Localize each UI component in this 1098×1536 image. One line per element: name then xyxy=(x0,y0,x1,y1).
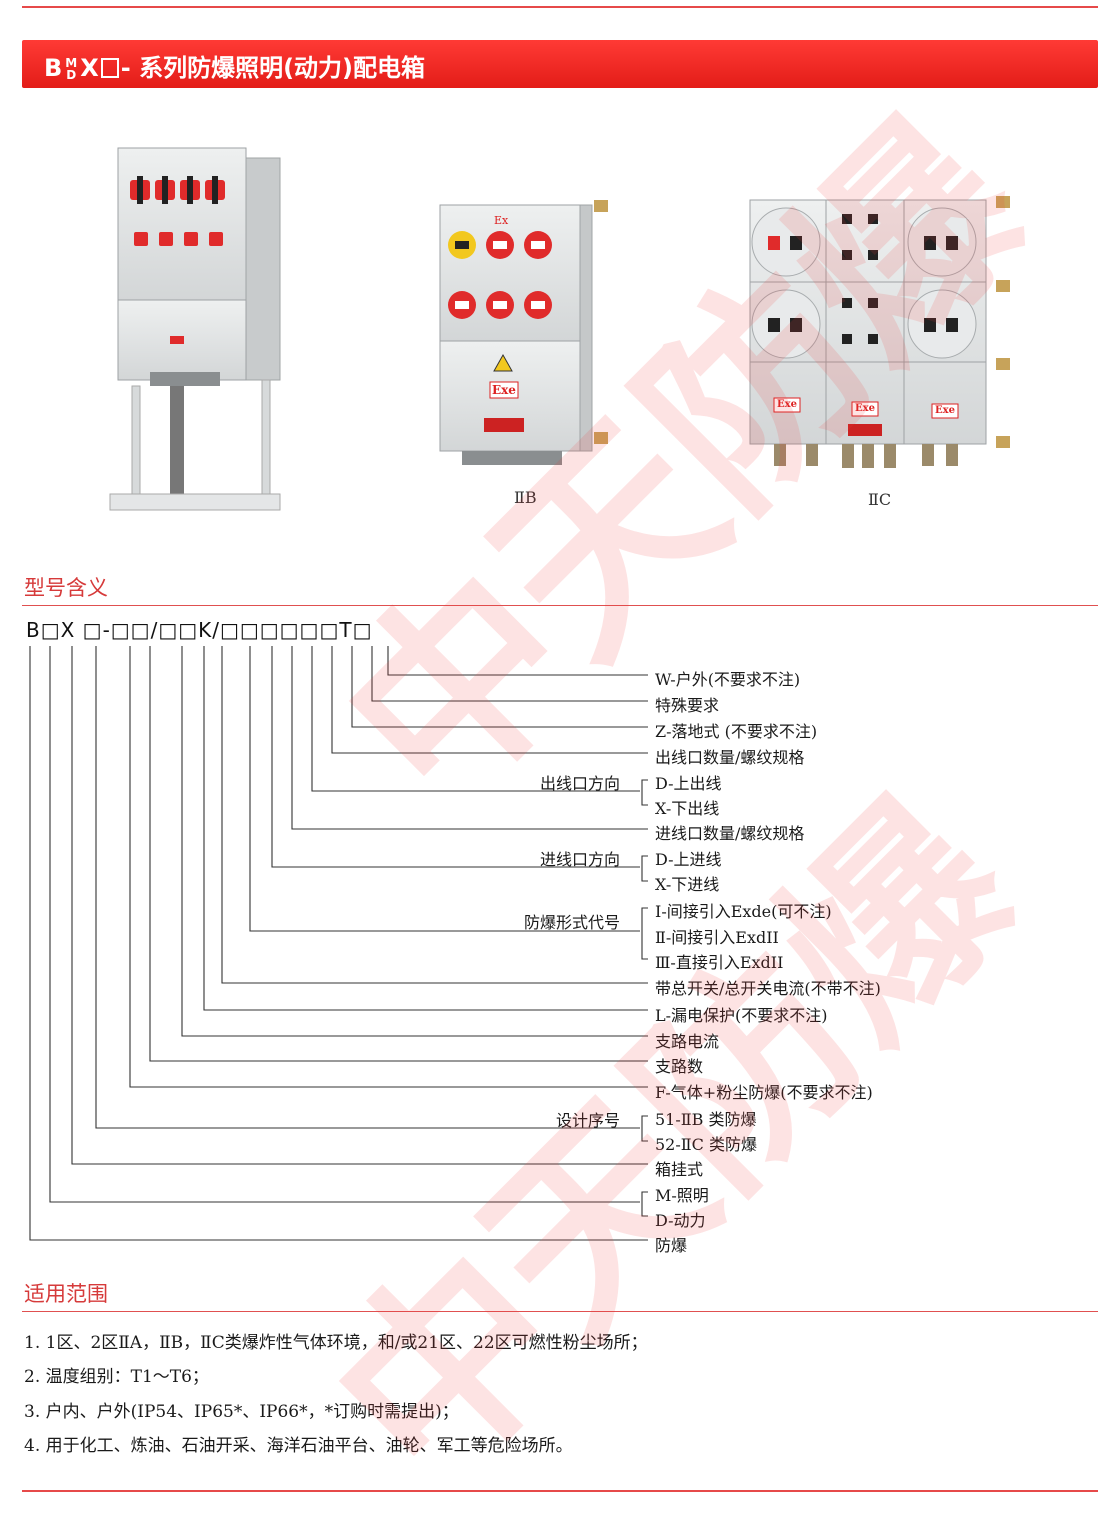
desc-inlet-up: D-上进线 xyxy=(655,850,722,869)
section-rule-usage xyxy=(22,1311,1098,1312)
desc-iib: 51-ⅡB 类防爆 xyxy=(655,1110,757,1129)
desc-inlet-qty: 进线口数量/螺纹规格 xyxy=(655,824,805,843)
section-rule-model xyxy=(22,605,1098,606)
iib-switches xyxy=(448,231,552,319)
desc-outlet-up: D-上出线 xyxy=(655,774,722,793)
desc-explosion-proof: 防爆 xyxy=(655,1236,688,1255)
desc-gas-dust: F-气体+粉尘防爆(不要求不注) xyxy=(655,1083,873,1102)
desc-inlet-down: X-下进线 xyxy=(655,875,720,894)
caption-iib: ⅡB xyxy=(514,488,537,507)
switch-row-2 xyxy=(134,232,223,246)
title-sup: M xyxy=(65,56,78,70)
desc-type-2: Ⅱ-间接引入ExdII xyxy=(655,928,779,947)
model-code: B□X □-□□/□□K/□□□□□□T□ xyxy=(26,618,373,642)
title-prefix: B xyxy=(44,54,63,82)
section-title-usage: 适用范围 xyxy=(24,1282,108,1306)
desc-lighting: M-照明 xyxy=(655,1186,709,1205)
desc-type-3: Ⅲ-直接引入ExdII xyxy=(655,953,784,972)
title-sub: D xyxy=(66,68,77,82)
title-text: - 系列防爆照明(动力)配电箱 xyxy=(120,54,426,82)
desc-iic: 52-ⅡC 类防爆 xyxy=(655,1135,757,1154)
switch-row-1 xyxy=(130,176,225,204)
group-outlet-direction: 出线口方向 xyxy=(540,774,621,793)
desc-outlet-down: X-下出线 xyxy=(655,799,720,818)
usage-item-3: 3. 户内、户外(IP54、IP65*、IP66*，*订购时需提出)； xyxy=(24,1402,459,1422)
group-protection-type: 防爆形式代号 xyxy=(524,913,621,932)
usage-item-4: 4. 用于化工、炼油、石油开采、海洋石油平台、油轮、军工等危险场所。 xyxy=(24,1436,573,1456)
desc-outdoor: W-户外(不要求不注) xyxy=(655,670,801,689)
caption-iic: ⅡC xyxy=(868,490,892,509)
title-x: X xyxy=(80,54,99,82)
iic-exe-label-1: Exe xyxy=(777,399,797,410)
product-floor-cabinet xyxy=(109,147,281,511)
group-design-serial: 设计序号 xyxy=(556,1111,621,1130)
iic-exe-label-3: Exe xyxy=(935,405,955,416)
model-leader-lines xyxy=(29,646,648,1241)
section-title-model: 型号含义 xyxy=(24,576,108,600)
desc-type-1: Ⅰ-间接引入Exde(可不注) xyxy=(655,902,832,921)
desc-outlet-qty: 出线口数量/螺纹规格 xyxy=(655,748,805,767)
bottom-border xyxy=(22,1490,1098,1492)
desc-wall: 箱挂式 xyxy=(655,1160,704,1179)
usage-item-1: 1. 1区、2区ⅡA，ⅡB，ⅡC类爆炸性气体环境，和/或21区、22区可燃性粉尘… xyxy=(24,1333,648,1353)
desc-special: 特殊要求 xyxy=(655,696,720,715)
iib-ex-label: Ex xyxy=(494,214,509,227)
title-box-icon xyxy=(100,58,119,78)
iib-exe-label: Exe xyxy=(492,383,516,397)
desc-branch-current: 支路电流 xyxy=(655,1032,720,1051)
usage-item-2: 2. 温度组别：T1～T6； xyxy=(24,1367,209,1387)
top-border xyxy=(22,6,1098,8)
desc-power: D-动力 xyxy=(655,1211,706,1230)
iic-exe-label-2: Exe xyxy=(855,403,875,414)
product-iic-box xyxy=(749,196,1010,468)
desc-main-switch: 带总开关/总开关电流(不带不注) xyxy=(655,979,881,998)
desc-floor: Z-落地式 (不要求不注) xyxy=(655,722,818,741)
product-iib-box xyxy=(439,200,608,465)
desc-branch-count: 支路数 xyxy=(655,1057,704,1076)
desc-leakage: L-漏电保护(不要求不注) xyxy=(655,1006,828,1025)
group-inlet-direction: 进线口方向 xyxy=(540,850,621,869)
